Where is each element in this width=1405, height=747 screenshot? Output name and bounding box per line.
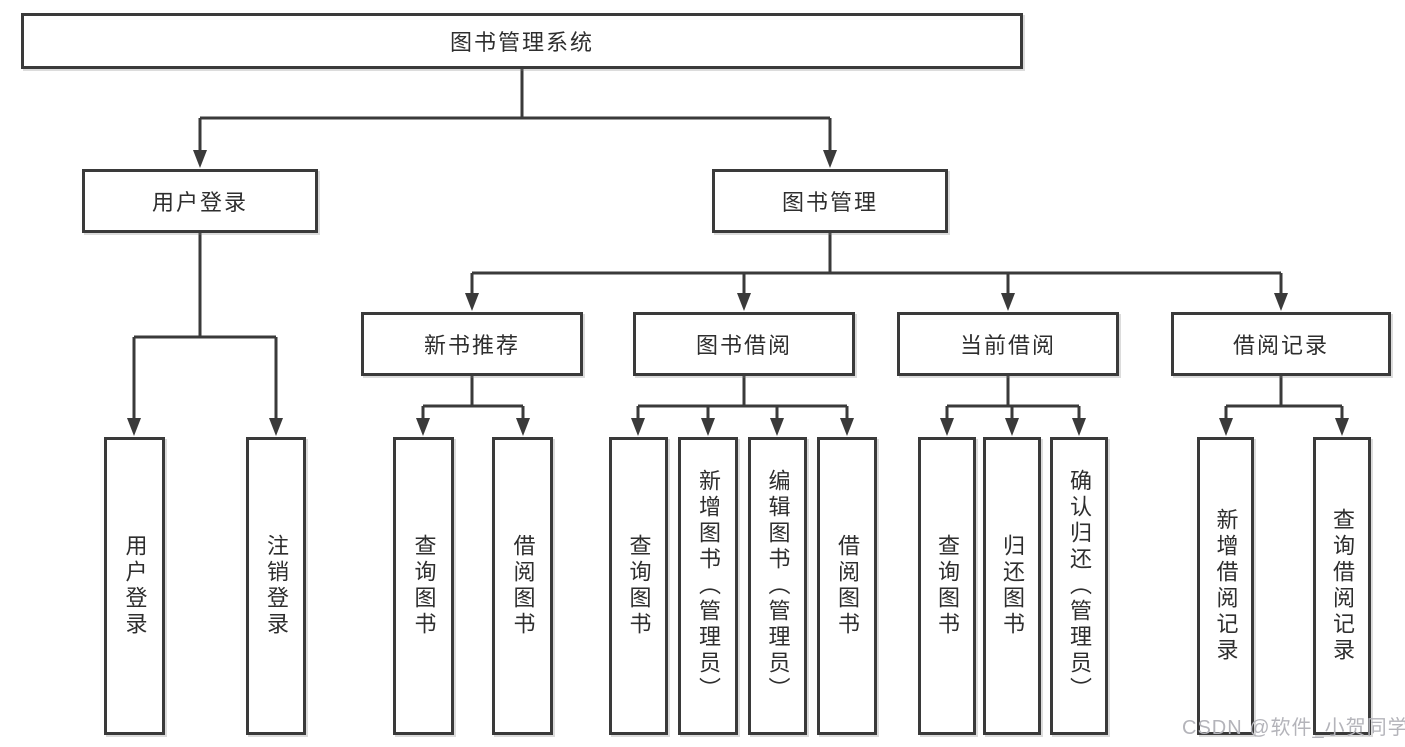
arrowhead-icon: [770, 418, 784, 436]
leaf-label: 查询图书: [626, 534, 652, 638]
leaf-confirm-return-admin: 确认归还（管理员）: [1050, 437, 1108, 735]
node-label: 新书推荐: [423, 333, 520, 358]
node-book-management: 图书管理: [712, 169, 948, 233]
arrowhead-icon: [631, 418, 645, 436]
leaf-label: 新增借阅记录: [1213, 508, 1239, 664]
arrowhead-icon: [416, 418, 430, 436]
node-new-book-recommend: 新书推荐: [361, 312, 583, 376]
node-root-system: 图书管理系统: [21, 13, 1023, 69]
arrowhead-icon: [516, 418, 530, 436]
leaf-label: 编辑图书（管理员）: [765, 469, 791, 703]
user-login-branch: [127, 233, 283, 436]
arrowhead-icon: [823, 150, 837, 168]
leaf-label: 查询图书: [935, 534, 960, 638]
leaf-label: 查询借阅记录: [1330, 508, 1355, 664]
node-label: 图书借阅: [695, 333, 792, 358]
leaf-label: 借阅图书: [835, 534, 860, 638]
arrowhead-icon: [840, 418, 854, 436]
arrowhead-icon: [465, 293, 479, 311]
new-book-recommend-branch: [416, 376, 530, 436]
csdn-watermark: CSDN @软件_小贺同学: [1182, 717, 1405, 739]
leaf-label: 借阅图书: [510, 534, 536, 638]
leaf-label: 归还图书: [1000, 534, 1025, 638]
leaf-label: 新增图书（管理员）: [696, 469, 721, 703]
arrowhead-icon: [1335, 418, 1349, 436]
node-label: 图书管理系统: [449, 30, 594, 55]
leaf-borrow-books: 借阅图书: [492, 437, 553, 735]
leaf-label: 查询图书: [411, 534, 437, 638]
leaf-logout: 注销登录: [246, 437, 306, 735]
node-current-borrow: 当前借阅: [897, 312, 1119, 376]
arrowhead-icon: [1072, 418, 1086, 436]
book-borrow-branch: [631, 376, 854, 436]
root-branch: [193, 69, 837, 168]
leaf-user-login: 用户登录: [104, 437, 165, 735]
node-label: 图书管理: [781, 190, 878, 215]
node-user-login: 用户登录: [82, 169, 318, 233]
node-label: 当前借阅: [959, 333, 1056, 358]
arrowhead-icon: [1219, 418, 1233, 436]
arrowhead-icon: [1274, 293, 1288, 311]
leaf-query-borrow-record: 查询借阅记录: [1313, 437, 1371, 735]
node-label: 用户登录: [151, 190, 248, 215]
leaf-label: 用户登录: [122, 534, 148, 638]
leaf-borrow-books: 借阅图书: [817, 437, 877, 735]
node-book-borrow: 图书借阅: [633, 312, 855, 376]
leaf-query-books: 查询图书: [393, 437, 454, 735]
leaf-edit-book-admin: 编辑图书（管理员）: [748, 437, 807, 735]
current-borrow-branch: [940, 376, 1086, 436]
node-borrow-records: 借阅记录: [1171, 312, 1391, 376]
leaf-add-book-admin: 新增图书（管理员）: [678, 437, 738, 735]
leaf-query-books: 查询图书: [918, 437, 976, 735]
leaf-query-books: 查询图书: [609, 437, 668, 735]
book-management-branch: [465, 233, 1288, 311]
arrowhead-icon: [127, 418, 141, 436]
arrowhead-icon: [269, 418, 283, 436]
arrowhead-icon: [1001, 293, 1015, 311]
arrowhead-icon: [737, 293, 751, 311]
borrow-records-branch: [1219, 376, 1349, 436]
arrowhead-icon: [1005, 418, 1019, 436]
leaf-return-books: 归还图书: [983, 437, 1041, 735]
arrowhead-icon: [701, 418, 715, 436]
leaf-label: 确认归还（管理员）: [1067, 469, 1092, 703]
node-label: 借阅记录: [1232, 333, 1329, 358]
arrowhead-icon: [940, 418, 954, 436]
leaf-label: 注销登录: [264, 534, 289, 638]
leaf-add-borrow-record: 新增借阅记录: [1197, 437, 1254, 735]
arrowhead-icon: [193, 150, 207, 168]
